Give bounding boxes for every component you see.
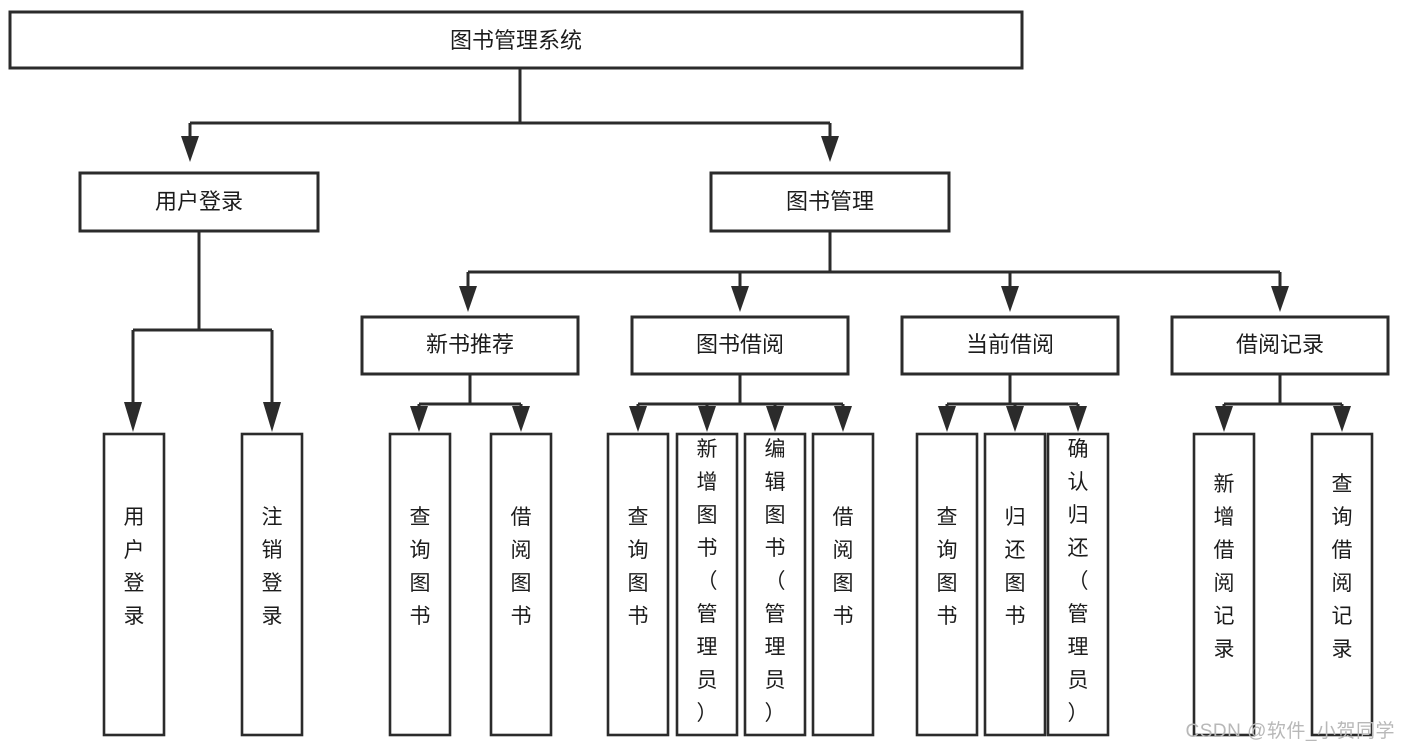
leaf-confirm-return[interactable]: 确认归还（管理员）: [1046, 432, 1110, 737]
leaf-query-book-1[interactable]: 查询图书: [388, 432, 452, 737]
leaf-borrow-book-1-label: 借阅图书: [511, 506, 532, 628]
leaf-edit-book-label: 编辑图书（管理员）: [765, 438, 786, 725]
node-new-book-recommend-box[interactable]: [360, 315, 580, 376]
arrow-head-leaf-borrow-book-2: [834, 406, 852, 432]
leaf-query-book-2-label: 查询图书: [628, 506, 649, 628]
leaf-query-book-2[interactable]: 查询图书: [606, 432, 670, 737]
arrow-head-leaf-logout-login: [263, 402, 281, 432]
node-user-login[interactable]: 用户登录: [78, 171, 320, 233]
arrow-head-leaf-confirm-return: [1069, 406, 1087, 432]
leaf-confirm-return-box[interactable]: [1046, 432, 1110, 737]
leaf-logout-login[interactable]: 注销登录: [240, 432, 304, 737]
node-current-borrow-label: 当前借阅: [966, 332, 1054, 357]
connector-group-current-borrow: [938, 374, 1087, 432]
node-user-login-box[interactable]: [78, 171, 320, 233]
arrow-head-leaf-query-book-3: [938, 406, 956, 432]
node-book-borrow-box[interactable]: [630, 315, 850, 376]
leaf-borrow-book-1[interactable]: 借阅图书: [489, 432, 553, 737]
arrow-head-leaf-return-book: [1006, 406, 1024, 432]
node-book-manage-box[interactable]: [709, 171, 951, 233]
arrow-head-leaf-borrow-book-1: [512, 406, 530, 432]
leaf-borrow-book-2-label: 借阅图书: [833, 506, 854, 628]
node-current-borrow-box[interactable]: [900, 315, 1120, 376]
leaf-confirm-return-label: 确认归还（管理员）: [1068, 438, 1089, 725]
connector-group-root: [181, 68, 839, 162]
arrow-head-current-borrow: [1001, 286, 1019, 312]
leaf-query-record[interactable]: 查询借阅记录: [1310, 432, 1374, 737]
node-borrow-record[interactable]: 借阅记录: [1170, 315, 1390, 376]
connector-group-book-borrow: [629, 374, 852, 432]
leaf-logout-login-box[interactable]: [240, 432, 304, 737]
arrow-head-leaf-user-login: [124, 402, 142, 432]
leaf-add-book[interactable]: 新增图书（管理员）: [675, 432, 739, 737]
arrow-head-leaf-query-book-1: [410, 406, 428, 432]
node-book-borrow[interactable]: 图书借阅: [630, 315, 850, 376]
leaf-return-book[interactable]: 归还图书: [983, 432, 1047, 737]
leaf-add-record[interactable]: 新增借阅记录: [1192, 432, 1256, 737]
arrow-head-book-borrow: [731, 286, 749, 312]
arrow-head-leaf-add-book: [698, 406, 716, 432]
leaf-query-book-1-box[interactable]: [388, 432, 452, 737]
node-root-box[interactable]: [8, 10, 1024, 70]
leaf-add-record-label: 新增借阅记录: [1214, 473, 1235, 661]
leaf-user-login[interactable]: 用户登录: [102, 432, 166, 737]
node-user-login-label: 用户登录: [155, 189, 243, 214]
node-new-book-recommend[interactable]: 新书推荐: [360, 315, 580, 376]
leaf-edit-book[interactable]: 编辑图书（管理员）: [743, 432, 807, 737]
leaf-add-record-box[interactable]: [1192, 432, 1256, 737]
connector-group-user-login: [124, 232, 281, 432]
leaf-borrow-book-2[interactable]: 借阅图书: [811, 432, 875, 737]
arrow-head-leaf-edit-book: [766, 406, 784, 432]
node-book-manage-label: 图书管理: [786, 189, 874, 214]
connector-group-borrow-record: [1215, 374, 1351, 432]
leaf-query-book-1-label: 查询图书: [410, 506, 431, 628]
connector-group-book-manage: [459, 232, 1289, 312]
node-root[interactable]: 图书管理系统: [8, 10, 1024, 70]
leaf-query-book-3-box[interactable]: [915, 432, 979, 737]
node-book-borrow-label: 图书借阅: [696, 332, 784, 357]
leaf-user-login-label: 用户登录: [124, 506, 145, 628]
leaf-query-book-3[interactable]: 查询图书: [915, 432, 979, 737]
arrow-head-leaf-add-record: [1215, 406, 1233, 432]
arrow-head-book-manage: [821, 136, 839, 162]
leaf-return-book-label: 归还图书: [1005, 506, 1026, 628]
node-borrow-record-label: 借阅记录: [1236, 332, 1324, 357]
leaf-query-record-box[interactable]: [1310, 432, 1374, 737]
leaf-logout-login-label: 注销登录: [262, 506, 283, 628]
connector-group-new-book-recommend: [410, 374, 530, 432]
arrow-head-new-book-recommend: [459, 286, 477, 312]
leaf-add-book-box[interactable]: [675, 432, 739, 737]
node-book-manage[interactable]: 图书管理: [709, 171, 951, 233]
leaf-query-book-3-label: 查询图书: [937, 506, 958, 628]
node-borrow-record-box[interactable]: [1170, 315, 1390, 376]
arrow-head-borrow-record: [1271, 286, 1289, 312]
leaf-user-login-box[interactable]: [102, 432, 166, 737]
arrow-head-leaf-query-book-2: [629, 406, 647, 432]
leaf-return-book-box[interactable]: [983, 432, 1047, 737]
leaf-query-book-2-box[interactable]: [606, 432, 670, 737]
leaf-add-book-label: 新增图书（管理员）: [697, 438, 718, 725]
node-root-label: 图书管理系统: [450, 28, 582, 53]
node-new-book-recommend-label: 新书推荐: [426, 332, 514, 357]
leaf-query-record-label: 查询借阅记录: [1332, 473, 1353, 661]
leaf-borrow-book-1-box[interactable]: [489, 432, 553, 737]
leaf-edit-book-box[interactable]: [743, 432, 807, 737]
leaf-borrow-book-2-box[interactable]: [811, 432, 875, 737]
node-current-borrow[interactable]: 当前借阅: [900, 315, 1120, 376]
arrow-head-user-login: [181, 136, 199, 162]
arrow-head-leaf-query-record: [1333, 406, 1351, 432]
